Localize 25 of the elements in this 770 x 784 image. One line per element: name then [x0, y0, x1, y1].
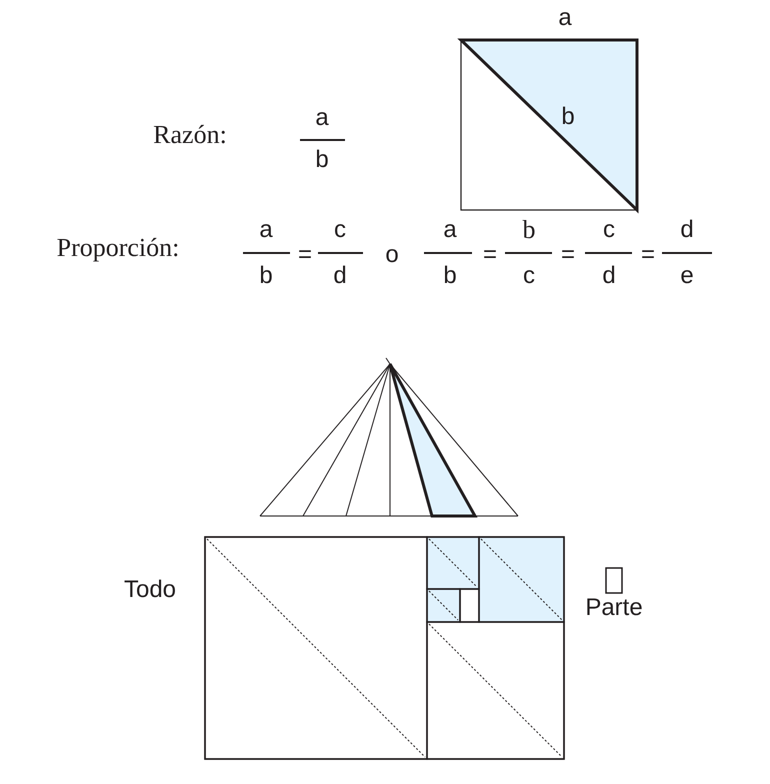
conjunction: o [385, 243, 399, 267]
numerator: a [443, 218, 457, 242]
equals-sign: = [561, 243, 575, 267]
numerator: d [680, 218, 694, 242]
ratio-label: Razón: [153, 122, 227, 148]
equals-sign: = [298, 243, 312, 267]
numerator: a [259, 218, 273, 242]
numerator: c [603, 218, 615, 242]
denominator: b [259, 264, 273, 288]
whole-label: Todo [124, 578, 176, 602]
denominator: b [315, 148, 329, 172]
numerator: c [334, 218, 346, 242]
denominator: e [680, 264, 694, 288]
numerator: a [315, 106, 329, 130]
proportion-label: Proporción: [56, 235, 180, 261]
equals-sign: = [483, 243, 497, 267]
denominator: c [523, 264, 535, 288]
equals-sign: = [641, 243, 655, 267]
denominator: d [602, 264, 616, 288]
diagonal-label: b [561, 105, 575, 129]
part-label: Parte [585, 596, 643, 620]
numerator: b [522, 217, 536, 243]
side-label: a [558, 6, 572, 30]
denominator: b [443, 264, 457, 288]
denominator: d [333, 264, 347, 288]
